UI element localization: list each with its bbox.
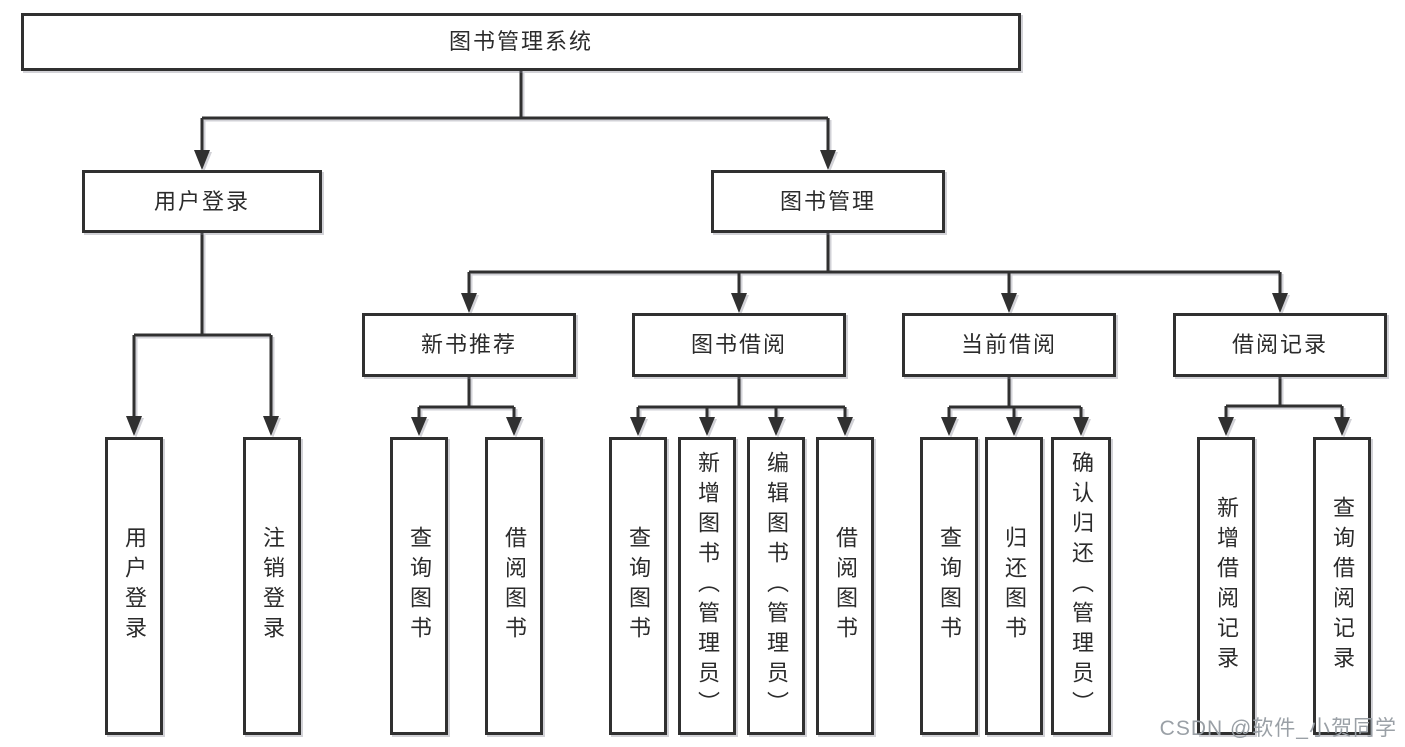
node-library-management-system: 图书管理系统	[21, 13, 1021, 71]
leaf-label: 注销登录	[260, 526, 285, 646]
node-book-borrowing: 图书借阅	[632, 313, 846, 377]
leaf-confirm-return-admin: 确认归还（管理员）	[1051, 437, 1111, 735]
leaf-label: 新增图书（管理员）	[695, 451, 720, 721]
node-user-login: 用户登录	[82, 170, 322, 233]
leaf-label: 查询借阅记录	[1330, 496, 1355, 676]
node-current-borrowing: 当前借阅	[902, 313, 1116, 377]
node-label: 借阅记录	[1231, 332, 1328, 357]
leaf-add-borrow-record: 新增借阅记录	[1197, 437, 1255, 735]
leaf-user-login: 用户登录	[105, 437, 163, 735]
leaf-label: 用户登录	[122, 526, 147, 646]
node-label: 图书借阅	[690, 332, 787, 357]
node-book-management: 图书管理	[711, 170, 945, 233]
node-new-book-recommendation: 新书推荐	[362, 313, 576, 377]
node-label: 图书管理系统	[448, 29, 593, 54]
leaf-query-books-current: 查询图书	[920, 437, 978, 735]
csdn-watermark: CSDN @软件_小贺同学	[1159, 717, 1397, 740]
leaf-label: 查询图书	[937, 526, 962, 646]
leaf-query-books-borrowing: 查询图书	[609, 437, 667, 735]
node-label: 用户登录	[153, 188, 250, 214]
leaf-label: 编辑图书（管理员）	[764, 451, 789, 721]
leaf-label: 确认归还（管理员）	[1069, 451, 1094, 721]
node-label: 新书推荐	[420, 332, 517, 357]
leaf-label: 归还图书	[1002, 526, 1027, 646]
leaf-label: 新增借阅记录	[1214, 496, 1239, 676]
leaf-label: 借阅图书	[502, 526, 527, 646]
leaf-label: 查询图书	[407, 526, 432, 646]
leaf-label: 借阅图书	[833, 526, 858, 646]
leaf-return-book: 归还图书	[985, 437, 1043, 735]
leaf-add-book-admin: 新增图书（管理员）	[678, 437, 736, 735]
leaf-logout: 注销登录	[243, 437, 301, 735]
node-borrowing-records: 借阅记录	[1173, 313, 1387, 377]
leaf-borrow-books-recommend: 借阅图书	[485, 437, 543, 735]
leaf-borrow-books-borrowing: 借阅图书	[816, 437, 874, 735]
leaf-label: 查询图书	[626, 526, 651, 646]
node-label: 当前借阅	[960, 332, 1057, 357]
node-label: 图书管理	[779, 188, 876, 214]
leaf-edit-book-admin: 编辑图书（管理员）	[747, 437, 805, 735]
leaf-query-books-recommend: 查询图书	[390, 437, 448, 735]
leaf-query-borrow-record: 查询借阅记录	[1313, 437, 1371, 735]
